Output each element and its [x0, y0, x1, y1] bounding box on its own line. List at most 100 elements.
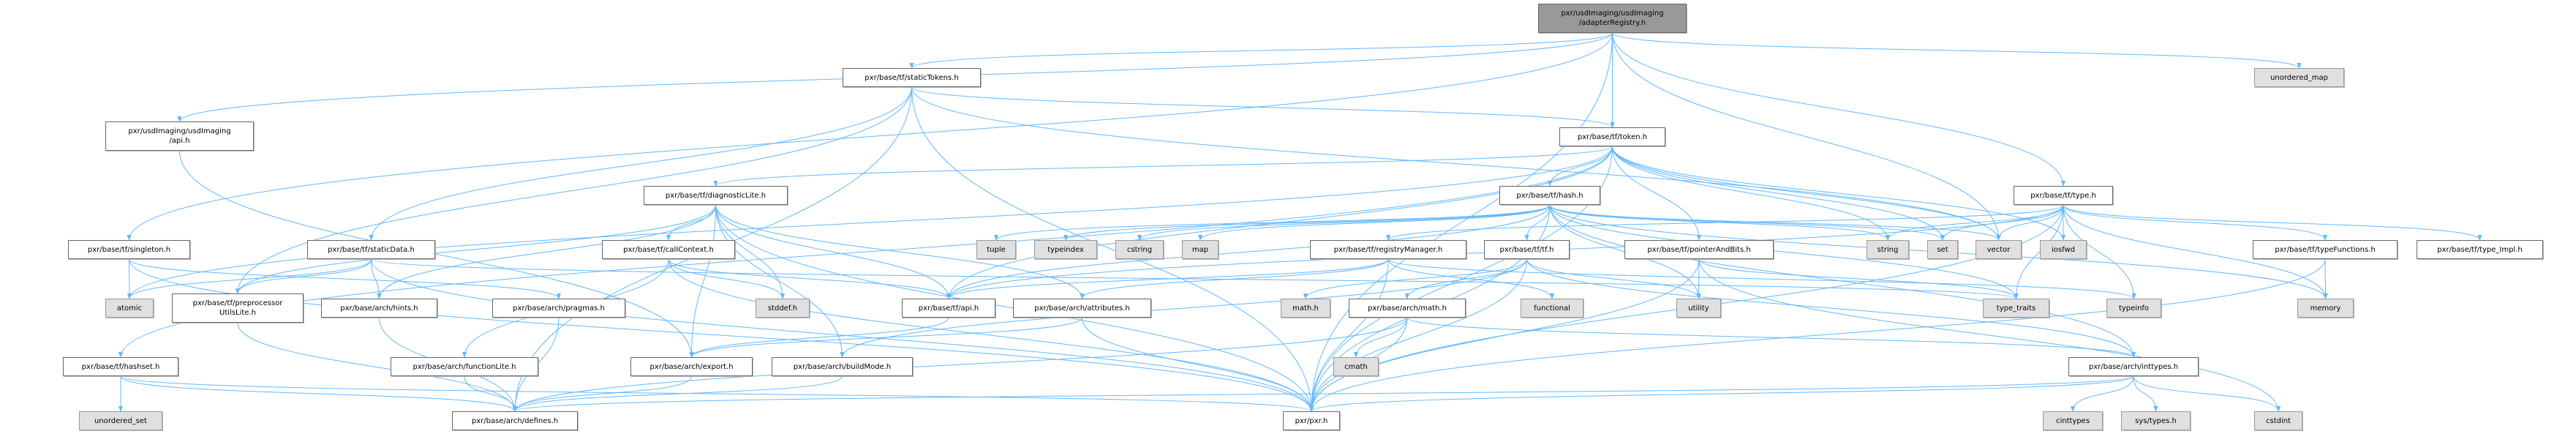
edge-registryManager-to-typeinfo	[1387, 258, 2136, 299]
graph-node-token[interactable]: pxr/base/tf/token.h	[1559, 127, 1665, 146]
edge-token-to-string	[1612, 146, 1891, 241]
edge-staticData-to-type_traits	[371, 258, 2019, 299]
graph-node-string: string	[1867, 240, 1909, 259]
edge-inttypes-to-cinttypes	[2070, 375, 2134, 412]
graph-node-hash[interactable]: pxr/base/tf/hash.h	[1499, 186, 1600, 205]
edge-type-to-typeImpl	[2063, 204, 2482, 241]
graph-node-memory: memory	[2297, 299, 2354, 318]
graph-node-utility: utility	[1676, 299, 1721, 318]
edge-archMath-to-defines	[512, 317, 1408, 412]
edge-diagnosticLite-to-tfApi	[715, 204, 952, 299]
edge-export-to-defines	[512, 375, 692, 412]
edge-typeFunctions-to-memory	[2323, 258, 2328, 299]
graph-node-call-context[interactable]: pxr/base/tf/callContext.h	[602, 240, 735, 259]
edge-diagnosticLite-to-stddef	[715, 204, 786, 299]
edge-root-to-vector	[1612, 32, 2001, 241]
edge-inttypes-to-systypes	[2133, 375, 2158, 412]
graph-node-type-impl[interactable]: pxr/base/tf/type_Impl.h	[2417, 240, 2543, 259]
graph-node-pxr[interactable]: pxr/pxr.h	[1283, 411, 1340, 430]
edge-tfh-to-mathh	[1303, 258, 1527, 299]
edge-diagnosticLite-to-attributes	[715, 204, 1085, 299]
edge-root-to-type	[1612, 32, 2066, 187]
edge-diagnosticLite-to-callContext	[666, 204, 716, 241]
graph-node-type-functions[interactable]: pxr/base/tf/typeFunctions.h	[2253, 240, 2398, 259]
edge-root-to-singleton	[127, 32, 1613, 241]
edge-token-to-atomic	[127, 146, 1613, 299]
graph-node-unordered-set: unordered_set	[79, 411, 162, 430]
edge-archMath-to-cmath	[1353, 317, 1408, 358]
edge-registryManager-to-pxr	[1308, 258, 1389, 412]
edge-staticTokens-to-preproc	[235, 86, 912, 294]
graph-node-static-data[interactable]: pxr/base/tf/staticData.h	[307, 240, 435, 259]
edge-singleton-to-atomic	[127, 258, 132, 299]
graph-node-function-lite[interactable]: pxr/base/arch/functionLite.h	[391, 357, 538, 376]
graph-node-type[interactable]: pxr/base/tf/type.h	[2014, 186, 2113, 205]
edge-callContext-to-pxr	[668, 258, 1314, 412]
edge-buildMode-to-defines	[512, 375, 843, 412]
graph-node-static-tokens[interactable]: pxr/base/tf/staticTokens.h	[843, 68, 981, 87]
graph-node-functional: functional	[1521, 299, 1583, 318]
edge-type-to-memory	[2063, 204, 2328, 299]
graph-node-typeinfo: typeinfo	[2106, 299, 2161, 318]
edge-diagnosticLite-to-buildMode	[715, 204, 845, 358]
edge-type-to-typeinfo	[2063, 204, 2136, 299]
graph-node-hints[interactable]: pxr/base/arch/hints.h	[321, 299, 437, 318]
graph-node-tuple: tuple	[976, 240, 1016, 259]
graph-node-preproc[interactable]: pxr/base/tf/preprocessor UtilsLite.h	[172, 293, 304, 323]
graph-node-inttypes[interactable]: pxr/base/arch/inttypes.h	[2068, 357, 2199, 376]
edge-tfh-to-inttypes	[1526, 258, 2136, 358]
graph-node-root[interactable]: pxr/usdImaging/usdImaging /adapterRegist…	[1538, 4, 1687, 33]
graph-node-singleton[interactable]: pxr/base/tf/singleton.h	[68, 240, 190, 259]
edge-staticData-to-atomic	[127, 258, 372, 299]
edge-pointerAndBits-to-type_traits	[1698, 258, 2019, 299]
edge-usdApi-to-export	[179, 150, 694, 358]
graph-node-cstring: cstring	[1115, 240, 1164, 259]
graph-node-defines[interactable]: pxr/base/arch/defines.h	[452, 411, 578, 430]
edge-hash-to-cstring	[1137, 204, 1551, 241]
edge-attributes-to-pxr	[1082, 317, 1314, 412]
edge-callContext-to-stddef	[668, 258, 786, 299]
edge-staticData-to-preproc	[235, 258, 372, 294]
edge-staticTokens-to-pxr	[911, 86, 1314, 412]
graph-node-export[interactable]: pxr/base/arch/export.h	[630, 357, 753, 376]
edge-diagnosticLite-to-export	[689, 204, 716, 358]
edge-type-to-typeFunctions	[2063, 204, 2328, 241]
graph-node-tfh[interactable]: pxr/base/tf/tf.h	[1484, 240, 1570, 259]
graph-node-diagnostic-lite[interactable]: pxr/base/tf/diagnosticLite.h	[644, 186, 788, 205]
edge-diagnosticLite-to-preproc	[235, 204, 716, 294]
graph-node-typeindex: typeindex	[1034, 240, 1097, 259]
edge-preproc-to-defines	[237, 322, 518, 412]
graph-node-arch-math[interactable]: pxr/base/arch/math.h	[1349, 299, 1466, 318]
graph-node-iosfwd: iosfwd	[2040, 240, 2087, 259]
graph-node-cinttypes: cinttypes	[2043, 411, 2103, 430]
edge-staticTokens-to-vector	[911, 86, 2001, 241]
edge-root-to-unordered_map	[1612, 32, 2302, 69]
edge-root-to-staticTokens	[909, 32, 1613, 69]
edge-hash-to-tfApi	[946, 204, 1551, 299]
edge-archMath-to-inttypes	[1406, 317, 2136, 358]
graph-node-pointer-and-bits[interactable]: pxr/base/tf/pointerAndBits.h	[1624, 240, 1774, 259]
graph-node-build-mode[interactable]: pxr/base/arch/buildMode.h	[772, 357, 913, 376]
edge-registryManager-to-attributes	[1080, 258, 1389, 299]
edge-staticData-to-hints	[371, 258, 382, 299]
edge-hash-to-typeindex	[1063, 204, 1551, 241]
graph-node-cmath: cmath	[1333, 357, 1379, 376]
graph-node-pragmas[interactable]: pxr/base/arch/pragmas.h	[492, 299, 625, 318]
edge-tfApi-to-export	[689, 317, 949, 358]
edge-token-to-diagnosticLite	[713, 146, 1613, 187]
graph-node-usd-api[interactable]: pxr/usdImaging/usdImaging /api.h	[105, 121, 254, 151]
edge-hash-to-tuple	[993, 204, 1551, 241]
graph-node-registry-manager[interactable]: pxr/base/tf/registryManager.h	[1310, 240, 1466, 259]
edge-root-to-pxr	[1308, 32, 1613, 412]
edge-hash-to-tfh	[1524, 204, 1551, 241]
edge-functionLite-to-defines	[464, 375, 518, 412]
edge-hashset-to-defines	[120, 375, 518, 412]
graph-node-hashset[interactable]: pxr/base/tf/hashset.h	[63, 357, 178, 376]
edge-token-to-iosfwd	[1612, 146, 2066, 241]
edge-typeFunctions-to-pxr	[1308, 258, 2326, 412]
graph-node-cstdint: cstdint	[2254, 411, 2302, 430]
edge-inttypes-to-cstdint	[2133, 375, 2281, 412]
graph-node-map: map	[1182, 240, 1219, 259]
graph-node-attributes[interactable]: pxr/base/arch/attributes.h	[1013, 299, 1151, 318]
graph-node-tf-api[interactable]: pxr/base/tf/api.h	[902, 299, 995, 318]
